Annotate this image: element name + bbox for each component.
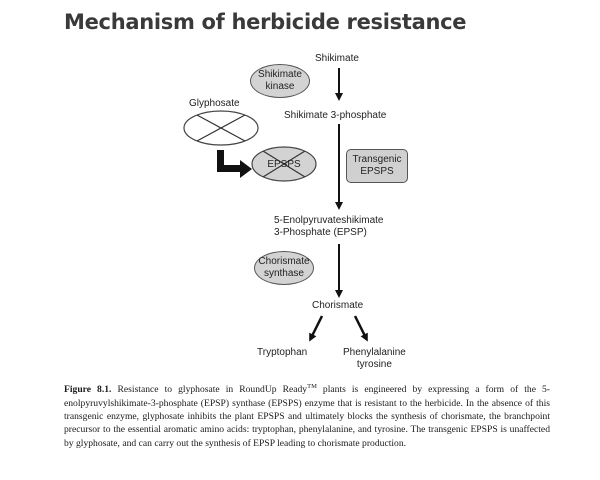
trademark-superscript: TM	[307, 383, 317, 390]
figure-label: Figure 8.1.	[64, 384, 112, 396]
shikimate-3-phosphate-label: Shikimate 3-phosphate	[284, 110, 387, 121]
caption-text-part1: Resistance to glyphosate in RoundUp Read…	[117, 384, 308, 396]
chorismate-label: Chorismate	[312, 300, 364, 311]
arrow-chorismate-to-phenylalanine	[353, 315, 368, 342]
shikimate-kinase-enzyme: Shikimate kinase	[250, 64, 310, 98]
shikimate-label: Shikimate	[315, 53, 359, 64]
transgenic-epsps-box: Transgenic EPSPS	[346, 149, 408, 183]
epsps-label: EPSPS	[267, 159, 301, 170]
pathway-diagram	[183, 68, 368, 342]
glyphosate-crossed-ellipse	[183, 110, 259, 146]
inhibition-bent-arrow	[217, 150, 252, 178]
caption-text-part2: plants is engineered by expressing a for…	[64, 384, 551, 449]
glyphosate-label: Glyphosate	[189, 98, 240, 109]
page-title: Mechanism of herbicide resistance	[64, 10, 467, 34]
chorismate-synthase-enzyme: Chorismate synthase	[254, 251, 314, 285]
epsp-label: 5-Enolpyruvateshikimate 3-Phosphate (EPS…	[274, 215, 384, 238]
tryptophan-label: Tryptophan	[257, 347, 308, 358]
figure-caption: Figure 8.1. Resistance to glyphosate in …	[64, 380, 550, 450]
phenylalanine-tyrosine-label: Phenylalanine tyrosine	[343, 347, 406, 370]
arrow-chorismate-to-tryptophan	[309, 315, 324, 342]
epsps-crossed-ellipse	[251, 146, 317, 182]
